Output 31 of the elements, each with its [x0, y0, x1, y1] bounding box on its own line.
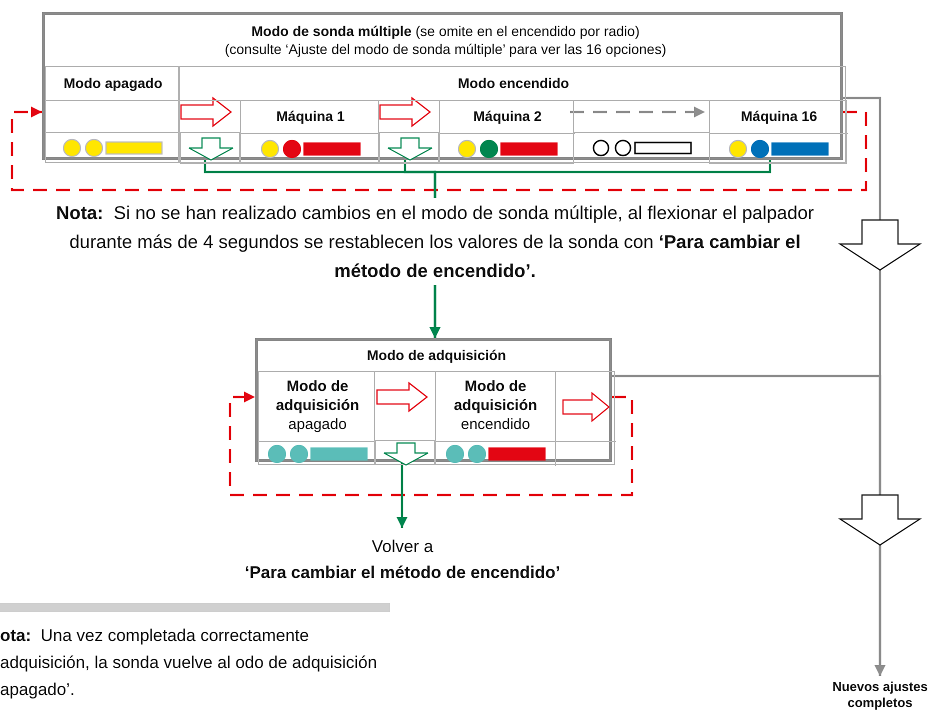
- table-cell: [375, 440, 435, 465]
- mode-label: apagado: [288, 416, 347, 435]
- machine-label: Máquina 1: [276, 108, 345, 126]
- block-arrow: [376, 382, 428, 412]
- block-arrow: [180, 96, 232, 128]
- column-header: Modo apagado: [64, 74, 162, 92]
- table-column: [435, 371, 615, 465]
- table-cell: [180, 132, 240, 164]
- table-column: [179, 66, 846, 163]
- dashed-arrow: [570, 106, 705, 118]
- arrow: [396, 462, 408, 528]
- table-column: [45, 66, 179, 163]
- machine-label: Máquina 16: [740, 108, 818, 126]
- table-cell: [379, 132, 439, 164]
- dashed-arrow: [10, 106, 868, 192]
- result-text: Nuevos ajustes completos: [831, 678, 929, 712]
- machine-label: Máquina 2: [473, 108, 542, 126]
- table-column: [439, 100, 574, 164]
- arrow: [612, 374, 886, 676]
- table-column: [709, 100, 847, 164]
- return-text: Volver a: [372, 536, 434, 558]
- return-text: ‘Para cambiar el método de encendido’: [244, 562, 560, 584]
- table-title: Modo de adquisición: [366, 347, 506, 365]
- mode-label: encendido: [460, 416, 530, 435]
- block-arrow: [379, 96, 432, 128]
- table-column: [258, 371, 375, 465]
- table-title: (consulte ‘Ajuste del modo de sonda múltiple’ para ver las 16 opciones): [224, 40, 666, 58]
- table-title: Modo de sonda múltiple (se omite en el encendido por radio): [251, 23, 640, 40]
- table-column: [240, 100, 379, 164]
- column-header: Modo encendido: [458, 74, 570, 92]
- dashed-arrow: [228, 392, 634, 496]
